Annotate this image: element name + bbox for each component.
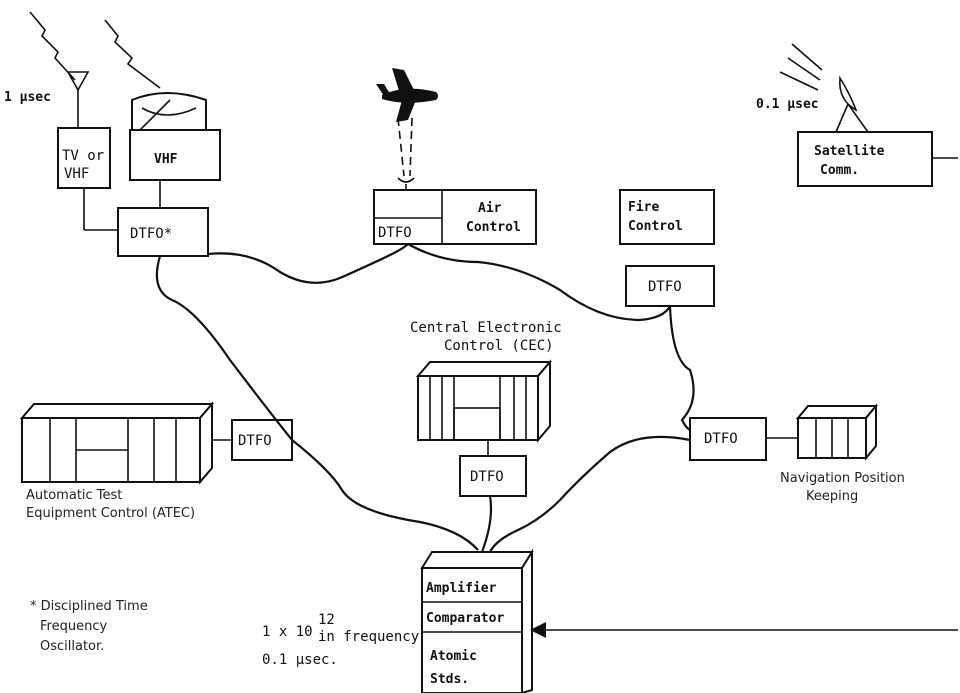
nav-label-1: Navigation Position	[780, 471, 905, 486]
arrow-head-icon	[530, 622, 546, 638]
air-control-box	[373, 189, 537, 245]
vhf-label: VHF	[154, 152, 178, 167]
tv-latency-label: 1 μsec	[4, 90, 51, 105]
fire-control-label-2: Control	[628, 219, 683, 234]
network-wires	[155, 243, 695, 553]
timing-unit	[420, 548, 534, 693]
freq-spec-exp: 12	[318, 612, 335, 628]
nav-dtfo-label: DTFO	[704, 431, 738, 447]
nav-dtfo-box	[689, 417, 767, 461]
cec-rack-icon	[415, 359, 553, 443]
air-control-label-2: Control	[466, 220, 521, 235]
freq-spec-2: in frequency	[318, 629, 419, 645]
cec-dtfo-box	[459, 455, 527, 497]
satellite-comm-box	[797, 131, 933, 187]
freq-spec-3: 0.1 μsec.	[262, 652, 338, 668]
atec-label-1: Automatic Test	[26, 488, 122, 503]
cec-dtfo-label: DTFO	[470, 469, 504, 485]
atomic-label-1: Atomic	[430, 649, 477, 664]
air-dtfo-label: DTFO	[378, 225, 412, 241]
tv-vhf-label-1: TV or	[62, 148, 104, 164]
satellite-label-1: Satellite	[814, 144, 885, 159]
atomic-label-2: Stds.	[430, 672, 469, 687]
airplane-icon	[376, 68, 438, 122]
fire-control-box	[619, 189, 715, 245]
nav-label-2: Keeping	[806, 489, 858, 504]
cec-label-1: Central Electronic	[410, 320, 562, 336]
satellite-label-2: Comm.	[820, 163, 859, 178]
navigation-rack-icon	[795, 403, 879, 461]
atec-dtfo-label: DTFO	[238, 433, 272, 449]
satellite-dish-icon	[779, 43, 869, 133]
amplifier-label: Amplifier	[426, 581, 497, 596]
antenna-icon	[66, 71, 90, 128]
vhf-dish-icon	[131, 92, 207, 131]
satellite-latency-label: 0.1 μsec	[756, 97, 819, 112]
freq-spec-1: 1 x 10	[262, 624, 313, 640]
fire-control-label-1: Fire	[628, 200, 659, 215]
receiver-dish-icon	[397, 177, 415, 183]
signal-bolt-icon	[29, 11, 161, 89]
comparator-label: Comparator	[426, 611, 504, 626]
cec-label-2: Control (CEC)	[444, 338, 554, 354]
footnote-line-2: Frequency	[40, 619, 107, 634]
air-control-label-1: Air	[478, 201, 502, 216]
atec-rack-icon	[19, 401, 215, 485]
atec-label-2: Equipment Control (ATEC)	[26, 506, 195, 521]
dtfo-star-box	[117, 207, 209, 257]
footnote-line-3: Oscillator.	[40, 639, 104, 654]
dtfo-star-label: DTFO*	[130, 226, 172, 242]
tv-vhf-label-2: VHF	[64, 166, 89, 182]
fire-dtfo-label: DTFO	[648, 279, 682, 295]
vhf-unit	[129, 129, 221, 181]
footnote-line-1: * Disciplined Time	[30, 599, 148, 614]
